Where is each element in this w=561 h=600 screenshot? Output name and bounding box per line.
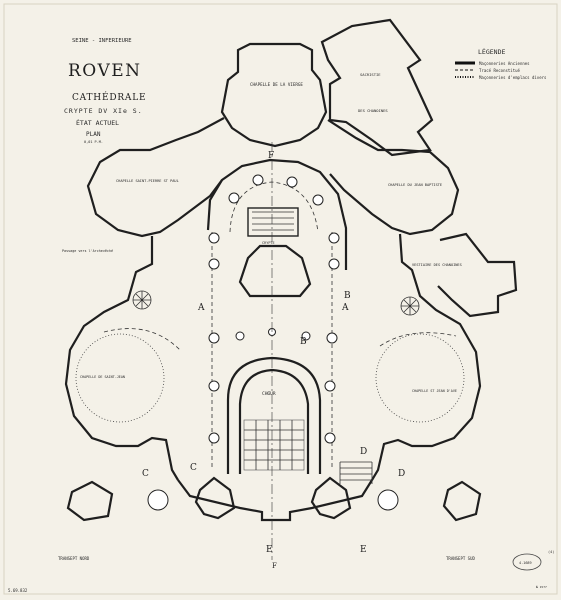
pier-north-inner [194,476,236,520]
sacristie-label: SACRISTIE [360,72,381,77]
pillar [326,332,338,344]
ambulatory-arc [229,181,319,233]
section-mark: C [142,469,149,479]
sacristie-wall [320,18,434,157]
vestiaire-label: VESTIAIRE DES CHANOINES [412,263,462,267]
section-mark: A [341,303,349,313]
choir-outer-wall [226,356,322,474]
south-stair-treads [401,297,419,315]
pillar [208,232,220,244]
pillars [208,174,340,444]
north-side-wall [64,236,179,481]
chapelle-vierge-label: CHAPELLE DE LA VIERGE [250,82,303,87]
scale-label: 0,01 P.M. [84,140,103,144]
view-label: PLAN [86,131,101,138]
stamp-ref: 4.1689 [519,561,532,565]
crypte-label: CRYPTE [262,241,275,245]
choir-inner-wall [238,368,310,474]
legend-item-label: Tracé Reconstitué [479,68,521,73]
pillar [301,331,311,341]
transept-south-arc [379,332,457,347]
altar-hatching [252,211,294,231]
transept-sud-label: TRANSEPT SUD [446,556,475,561]
section-markers: A A B B C C D D E E F F [142,151,405,570]
chapelle-saint-jean-gauche-label: CHAPELLE DE SAINT-JEAN [80,375,125,379]
pillar [324,380,336,392]
transept-nord-label: TRANSEPT NORD [58,556,90,561]
north-chapel-circle [75,333,165,423]
legend: LÉGENDE Maçonneries Anciennes Tracé Reco… [455,47,547,80]
archive-stamp: 4.1689 (4) № 1577 [512,550,554,589]
transept-north-arc [103,328,181,351]
choir-floor [243,419,305,471]
chapelle-saint-pierre-label: CHAPELLE SAINT-PIERRE ST PAUL [116,179,179,183]
pillar [328,232,340,244]
chapelle-saint-jean-droite-label: CHAPELLE ST JEAN D'AVE [412,389,457,393]
pier-north-outer [66,480,114,522]
escalier-label: Passage vers l'Archevêché [62,249,113,253]
altar-block [247,207,299,237]
north-stair-treads [133,291,151,309]
chapelle-jean-baptiste-label: CHAPELLE DU JEAN BAPTISTE [388,183,442,187]
section-mark: B [300,337,307,347]
pier-south-inner [310,476,352,520]
stamp-number: № 1577 [536,585,547,589]
section-mark: F [272,562,277,570]
pillar [228,192,240,204]
south-chapel-circle [375,333,465,423]
section-mark: C [190,463,197,473]
section-mark: B [344,291,351,301]
pier-north [147,489,169,511]
chapelle-vierge-wall [220,42,328,148]
des-chanoines-label: DES CHANOINES [358,108,388,113]
south-side-wall [371,233,482,481]
section-mark: E [360,545,367,555]
chapelle-saint-pierre-wall [86,117,225,238]
pillar [286,176,298,188]
state-label: ÉTAT ACTUEL [76,118,119,127]
pillar [208,332,220,344]
ambulatory-outer [206,158,348,270]
pillar [208,380,220,392]
section-mark: A [197,303,205,313]
pillar [328,258,340,270]
inventory-number: 5.69.832 [8,588,28,593]
choeur-label: CHŒUR [262,391,276,397]
pillar [252,174,264,186]
transept-piers [66,476,482,522]
stamp-top: (4) [548,550,554,554]
city-title: ROVEN [68,61,142,81]
department-label: SEINE - INFERIEURE [72,38,132,44]
building-label: CATHÉDRALE [72,91,146,103]
choir: CHŒUR [226,356,322,474]
legend-item-label: Maçonneries Anciennes [479,61,530,66]
pillar [312,194,324,206]
west-wall [177,479,373,522]
outer-walls [64,18,518,522]
legend-title: LÉGENDE [478,47,505,56]
sheet-border [3,3,558,595]
section-mark: E [266,545,273,555]
section-mark: D [398,469,405,479]
pillar [324,432,336,444]
pier-south [377,489,399,511]
section-mark: D [360,447,367,457]
west-steps [339,461,373,484]
stamp-oval [512,553,542,571]
pillar [235,331,245,341]
pier-south-outer [442,480,482,522]
legend-item-label: Maçonneries d'emplacs divers [479,75,547,80]
pillar [208,432,220,444]
chapelle-jean-baptiste-wall [327,119,460,236]
choir-floor-grid [244,420,304,470]
crypt-centre [238,244,312,298]
pillar [208,258,220,270]
subject-label: CRYPTE DV XIe S. [64,107,143,115]
section-mark: F [268,151,274,161]
vestiaire-wall [437,232,518,318]
